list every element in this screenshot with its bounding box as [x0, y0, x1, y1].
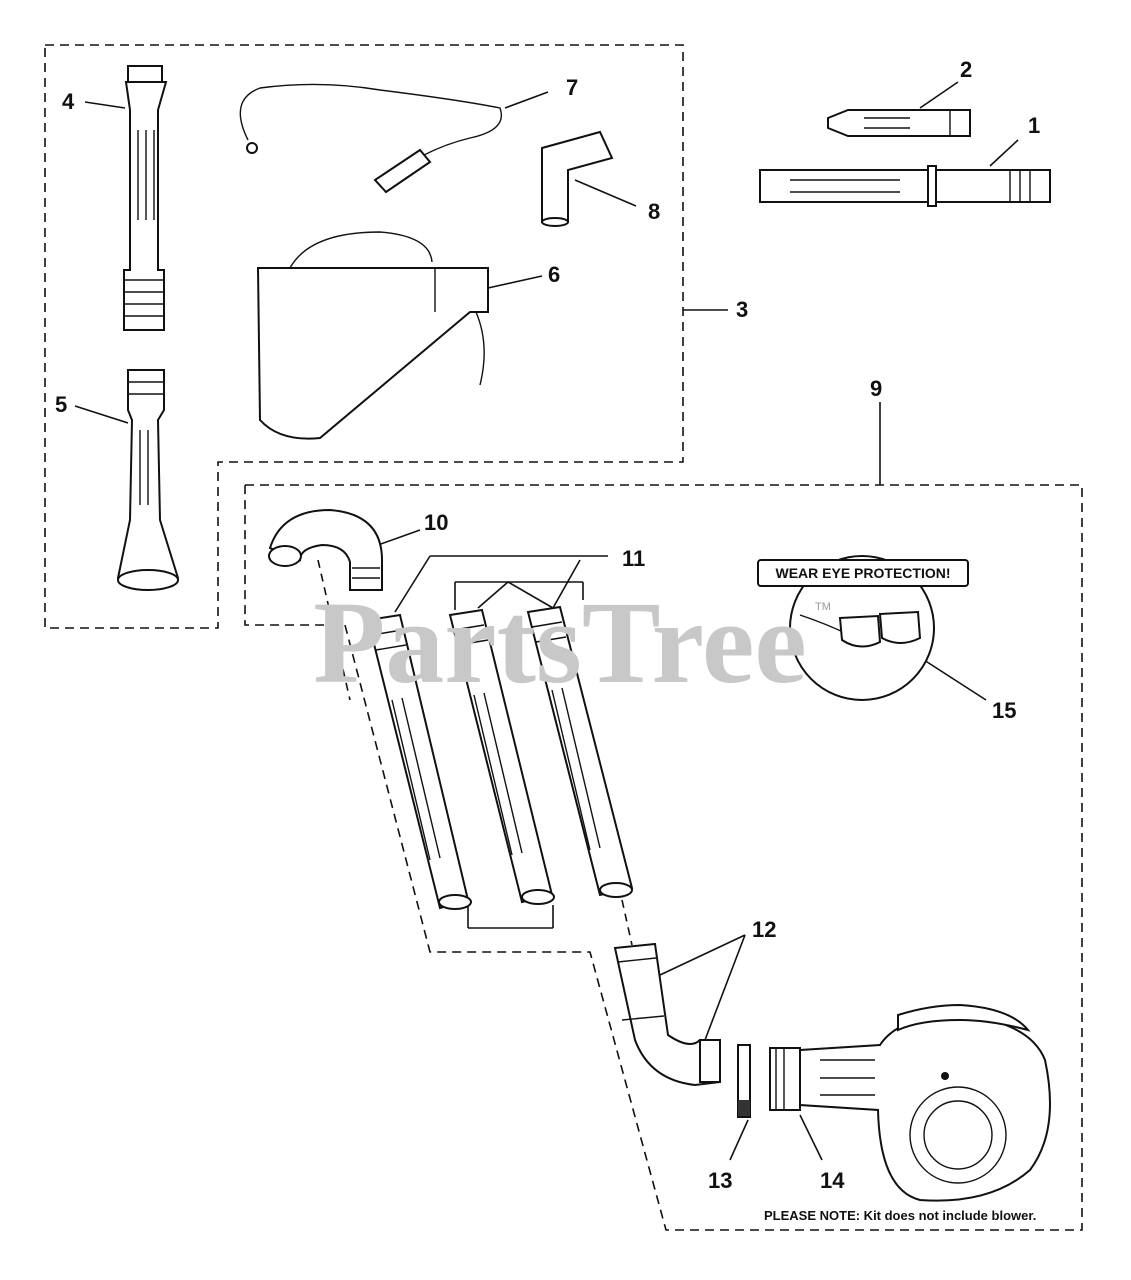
part-6-bag — [256, 231, 489, 440]
part-number-labels: 1 2 3 4 5 6 7 8 9 10 11 12 13 14 15 — [55, 57, 1040, 1193]
part-13-gasket — [737, 1044, 751, 1118]
part-15-warning-label: WEAR EYE PROTECTION! TM — [757, 555, 969, 701]
part-number-7: 7 — [566, 75, 578, 100]
part-4-upper-tube — [123, 65, 168, 331]
part-number-1: 1 — [1028, 113, 1040, 138]
kit-note: PLEASE NOTE: Kit does not include blower… — [764, 1208, 1036, 1223]
watermark-text: PartsTree — [313, 577, 807, 708]
part-number-15: 15 — [992, 698, 1016, 723]
part-1-long-tube — [759, 165, 1051, 207]
part-11-tube-a — [366, 613, 472, 910]
group-3-dashed-box — [44, 44, 684, 629]
part-number-11: 11 — [622, 546, 645, 571]
safety-glasses-icon — [799, 610, 922, 648]
part-number-2: 2 — [960, 57, 972, 82]
part-number-12: 12 — [752, 917, 776, 942]
part-number-8: 8 — [648, 199, 660, 224]
part-number-5: 5 — [55, 392, 67, 417]
part-14-adapter — [769, 1047, 801, 1111]
part-number-4: 4 — [62, 89, 75, 114]
part-11-tube-b — [448, 608, 555, 905]
part-11-tube-c — [526, 605, 634, 898]
part-2-short-tube — [827, 109, 971, 137]
blower-illustration — [799, 1003, 1051, 1202]
part-number-13: 13 — [708, 1168, 732, 1193]
part-number-10: 10 — [424, 510, 448, 535]
trademark-text: TM — [815, 601, 831, 613]
part-10-elbow — [268, 508, 383, 591]
warning-label-text: WEAR EYE PROTECTION! — [775, 565, 950, 581]
part-5-nozzle — [116, 369, 180, 591]
part-8-elbow — [541, 130, 614, 227]
leader-lines — [74, 81, 1019, 1161]
part-number-3: 3 — [736, 297, 748, 322]
part-number-14: 14 — [820, 1168, 845, 1193]
part-12-connector — [613, 942, 721, 1087]
part-number-9: 9 — [870, 376, 882, 401]
group-9-dashed-box — [244, 484, 1083, 1231]
part-7-strap — [239, 83, 502, 194]
part-number-6: 6 — [548, 262, 560, 287]
